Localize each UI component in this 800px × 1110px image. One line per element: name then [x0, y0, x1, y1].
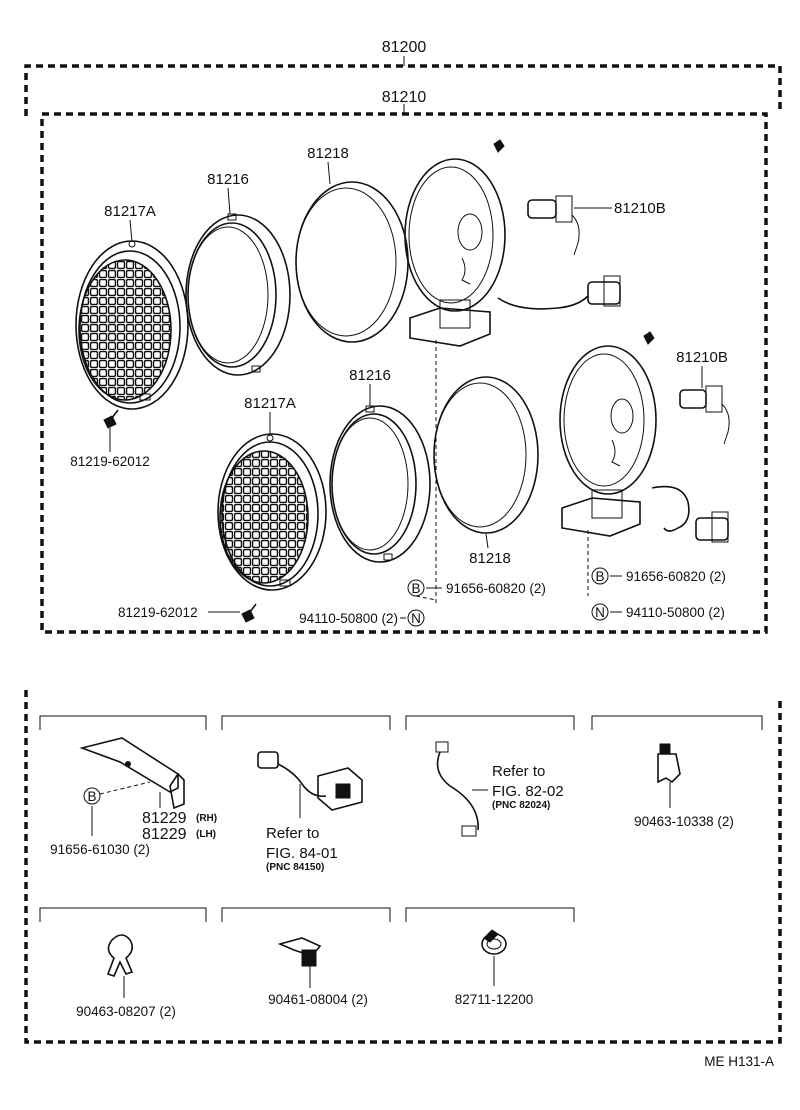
screw-upper-label: 81219-62012 [70, 454, 150, 469]
bolt-right-label: 91656-60820 (2) [626, 569, 726, 584]
bracket-bolt-symbol: B [83, 787, 101, 805]
nut-left-label: 94110-50800 (2) [299, 611, 398, 626]
screw-lower-label: 81219-62012 [118, 605, 198, 620]
switch-refer: Refer to [266, 825, 319, 842]
wire-pnc: (PNC 82024) [492, 800, 550, 811]
panel-bracket [39, 715, 207, 810]
bolt-right-symbol: B [591, 567, 609, 585]
figure-code: ME H131-A [704, 1054, 774, 1069]
assembly-81210-frame [40, 104, 768, 634]
nut-right-symbol: N [591, 603, 609, 621]
lens-upper-label: 81218 [307, 145, 349, 162]
grille-lower-label: 81217A [244, 395, 296, 412]
ring-upper [185, 213, 291, 376]
screw-lower-icon [241, 603, 257, 623]
assembly-81210-label: 81210 [382, 89, 427, 106]
svg-text:B: B [595, 569, 604, 584]
grille-upper [75, 240, 189, 410]
clamp-label: 90461-08004 (2) [268, 992, 368, 1007]
lens-lower [433, 376, 539, 534]
bracket-rh-number: 81229 [142, 810, 187, 827]
lens-upper [295, 181, 409, 343]
assembly-81200-label: 81200 [382, 39, 427, 56]
bulb-lower [679, 385, 730, 445]
lamp-housing-upper [404, 139, 621, 347]
svg-text:N: N [595, 605, 605, 620]
ring-upper-label: 81216 [207, 171, 249, 188]
nut-left-symbol: N [407, 609, 425, 627]
clip-b-label: 90463-08207 (2) [76, 1004, 176, 1019]
switch-fig: FIG. 84-01 [266, 845, 338, 862]
bulb-upper [527, 195, 580, 256]
bulb-lower-label: 81210B [676, 349, 728, 366]
nut-right-label: 94110-50800 (2) [626, 605, 725, 620]
screw-upper-icon [103, 409, 119, 429]
bracket-lh-side: (LH) [196, 829, 216, 840]
lamp-housing-lower [559, 331, 729, 543]
bracket-bolt-label: 91656-61030 (2) [50, 842, 150, 857]
assembly-81200-frame [24, 56, 782, 1044]
panel-clamp [221, 907, 391, 988]
bolt-left-label: 91656-60820 (2) [446, 581, 546, 596]
panel-clip-b [39, 907, 207, 998]
panel-switch [221, 715, 391, 818]
bolt-left-symbol: B [407, 579, 425, 597]
panel-wire [405, 715, 575, 837]
panel-band [405, 907, 575, 986]
band-label: 82711-12200 [455, 992, 534, 1007]
switch-pnc: (PNC 84150) [266, 862, 324, 873]
clip-a-label: 90463-10338 (2) [634, 814, 734, 829]
wire-fig: FIG. 82-02 [492, 783, 564, 800]
wire-refer: Refer to [492, 763, 545, 780]
grille-upper-label: 81217A [104, 203, 156, 220]
svg-text:N: N [411, 611, 421, 626]
svg-text:B: B [411, 581, 420, 596]
lens-lower-label: 81218 [469, 550, 511, 567]
svg-text:B: B [87, 789, 96, 804]
ring-lower-label: 81216 [349, 367, 391, 384]
bracket-lh-number: 81229 [142, 826, 187, 843]
bracket-rh-side: (RH) [196, 813, 217, 824]
ring-lower [329, 405, 431, 563]
panel-clip-a [591, 715, 763, 808]
bulb-upper-label: 81210B [614, 200, 666, 217]
grille-lower [217, 433, 327, 591]
